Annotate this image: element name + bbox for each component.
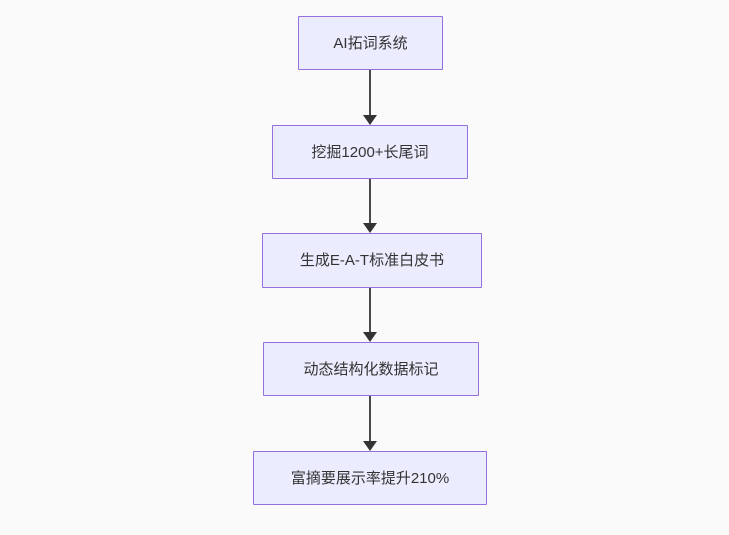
arrow-down-icon: [363, 115, 377, 125]
arrow-connector: [363, 179, 377, 233]
flow-node-label: AI拓词系统: [333, 34, 408, 52]
flow-node-label: 生成E-A-T标准白皮书: [299, 252, 445, 269]
arrow-connector: [363, 288, 377, 342]
flow-node-structured-data: 动态结构化数据标记: [263, 342, 479, 396]
arrow-line: [369, 179, 371, 223]
arrow-line: [369, 288, 371, 332]
flow-node-label: 富摘要展示率提升210%: [290, 469, 450, 487]
flow-node-eat-whitepaper: 生成E-A-T标准白皮书: [262, 233, 482, 288]
flow-node-rich-snippet: 富摘要展示率提升210%: [253, 451, 487, 505]
arrow-down-icon: [363, 332, 377, 342]
flow-node-longtail-words: 挖掘1200+长尾词: [272, 125, 468, 179]
arrow-line: [369, 396, 371, 441]
arrow-down-icon: [363, 223, 377, 233]
arrow-down-icon: [363, 441, 377, 451]
flow-node-label: 动态结构化数据标记: [303, 360, 439, 378]
flow-node-ai-system: AI拓词系统: [298, 16, 443, 70]
flow-node-label: 挖掘1200+长尾词: [311, 143, 429, 161]
arrow-connector: [363, 396, 377, 451]
arrow-connector: [363, 70, 377, 125]
arrow-line: [369, 70, 371, 115]
